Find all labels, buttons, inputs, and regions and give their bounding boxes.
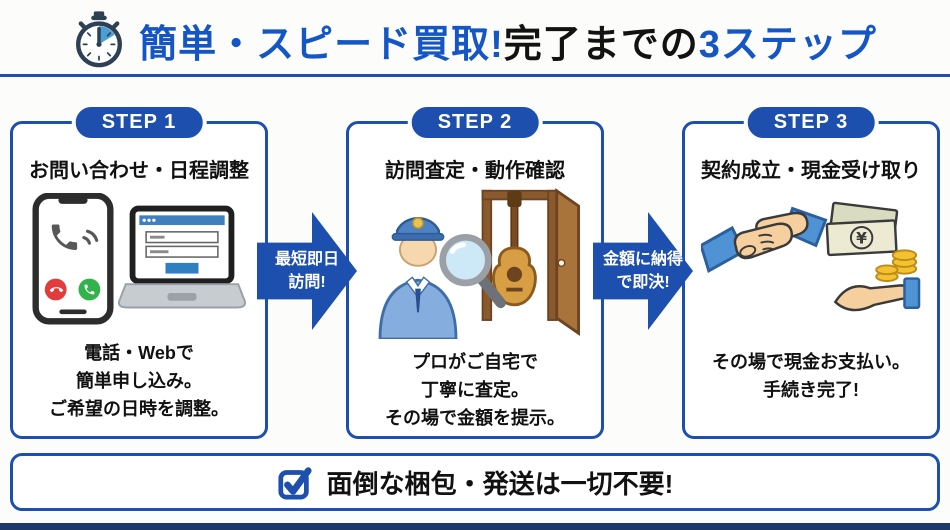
step-card-1: STEP 1 お問い合わせ・日程調整 bbox=[10, 103, 268, 439]
coins-icon bbox=[875, 249, 918, 282]
step-3-badge: STEP 3 bbox=[743, 103, 879, 142]
deal-scene: ¥ bbox=[701, 201, 921, 312]
svg-text:¥: ¥ bbox=[856, 230, 867, 248]
checkbox-checked-icon bbox=[278, 467, 312, 500]
appraisal-scene bbox=[378, 188, 580, 339]
step-1-illustration bbox=[19, 187, 259, 330]
smartphone-call-icon bbox=[32, 192, 114, 325]
page-title: 簡単・スピード買取!完了までの3ステップ bbox=[139, 13, 877, 68]
banknotes-icon: ¥ bbox=[825, 201, 899, 257]
arrow-wrap-2: 金額に納得 で即決! bbox=[593, 121, 693, 439]
laptop-form-icon bbox=[118, 205, 246, 309]
title-segment-dark: 完了までの bbox=[503, 23, 699, 66]
arrow-step1-to-step2: 最短即日 訪問! bbox=[257, 212, 357, 330]
footer-text: 面倒な梱包・発送は一切不要! bbox=[326, 468, 674, 499]
step-3-illustration: ¥ bbox=[691, 187, 931, 339]
step-1-description: 電話・Webで 簡単申し込み。 ご希望の日時を調整。 bbox=[49, 343, 229, 420]
step-3-title: 契約成立・現金受け取り bbox=[701, 160, 921, 182]
step-1-badge: STEP 1 bbox=[71, 103, 207, 142]
magnifier-icon bbox=[439, 234, 506, 309]
step-1-title: お問い合わせ・日程調整 bbox=[29, 160, 249, 182]
bottom-strip bbox=[0, 523, 950, 530]
steps-row: STEP 1 お問い合わせ・日程調整 bbox=[10, 103, 940, 439]
footer-banner: 面倒な梱包・発送は一切不要! bbox=[10, 453, 940, 511]
handshake-icon bbox=[701, 206, 828, 273]
step-card-2: STEP 2 訪問査定・動作確認 bbox=[346, 103, 604, 439]
appraiser-icon bbox=[378, 216, 458, 339]
arrow-wrap-1: 最短即日 訪問! bbox=[257, 121, 357, 439]
header-divider bbox=[0, 74, 950, 77]
step-3-description: その場で現金お支払い。 手続き完了! bbox=[712, 352, 910, 400]
step-card-3: STEP 3 契約成立・現金受け取り bbox=[682, 103, 940, 439]
step-2-description: プロがご自宅で 丁寧に査定。 その場で金額を提示。 bbox=[385, 352, 565, 428]
step-2-illustration bbox=[355, 187, 595, 339]
title-segment-blue-2: 3ステップ bbox=[698, 23, 877, 66]
step-2-title: 訪問査定・動作確認 bbox=[385, 160, 565, 182]
arrow-step2-to-step3: 金額に納得 で即決! bbox=[593, 212, 693, 330]
title-segment-blue-1: 簡単・スピード買取! bbox=[139, 23, 504, 66]
stopwatch-icon bbox=[76, 11, 123, 68]
guitar-icon bbox=[492, 190, 537, 307]
header: 簡単・スピード買取!完了までの3ステップ bbox=[0, 0, 950, 74]
step-2-badge: STEP 2 bbox=[407, 103, 543, 142]
receiving-hand-icon bbox=[833, 277, 921, 312]
